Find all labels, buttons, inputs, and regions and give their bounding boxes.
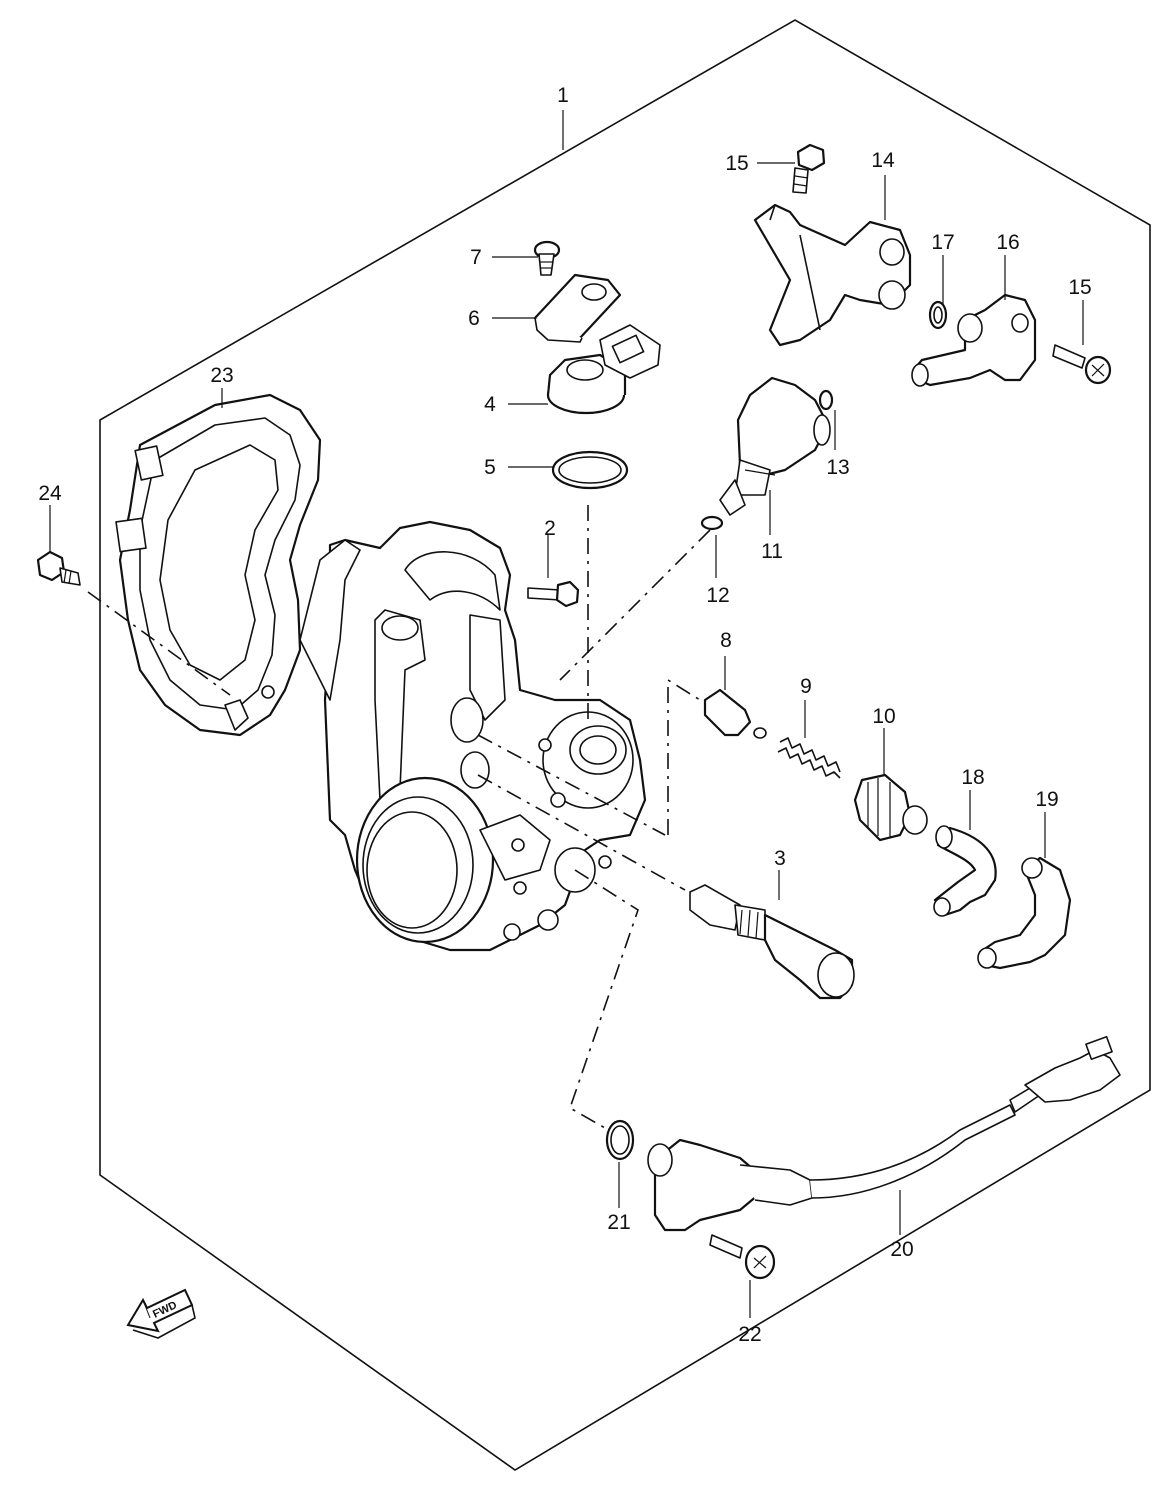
callout-17: 17 — [931, 231, 954, 254]
part-8-pin-drawing — [703, 688, 767, 739]
part-22-bolt-drawing — [709, 1234, 776, 1280]
assembly-frame — [99, 19, 1151, 1471]
callout-11: 11 — [761, 540, 783, 563]
part-3-screw-drawing — [689, 884, 855, 1000]
callout-16: 16 — [996, 231, 1019, 254]
callout-9: 9 — [800, 675, 812, 698]
callout-21: 21 — [607, 1211, 630, 1234]
part-16-fitting-drawing — [911, 293, 1037, 387]
callout-13: 13 — [826, 456, 849, 479]
part-11-injector-drawing — [719, 376, 831, 516]
part-24-bolt-drawing — [36, 550, 81, 586]
callout-14: 14 — [871, 149, 895, 172]
assembly-line-24 — [87, 591, 231, 696]
part-18-hose-drawing — [933, 825, 997, 917]
part-4-sensor-drawing — [546, 324, 661, 415]
callout-3: 3 — [774, 847, 786, 870]
callout-7: 7 — [470, 246, 482, 269]
part-5-oring-drawing — [551, 450, 629, 490]
callout-20: 20 — [890, 1238, 913, 1261]
assembly-line-21 — [569, 869, 639, 1129]
callout-5: 5 — [484, 456, 496, 479]
callout-15-top: 15 — [725, 152, 748, 175]
callout-8: 8 — [720, 629, 732, 652]
part-19-elbow-drawing — [977, 856, 1072, 970]
assembly-line-3 — [477, 774, 686, 891]
callout-15-right: 15 — [1068, 276, 1091, 299]
part-13-oring-drawing — [818, 389, 834, 411]
callout-23: 23 — [210, 364, 233, 387]
assembly-line-8b — [477, 734, 666, 836]
assembly-line-8 — [667, 678, 701, 835]
part-15-top-bolt-drawing — [792, 143, 826, 194]
callout-19: 19 — [1035, 788, 1058, 811]
callout-1: 1 — [557, 84, 569, 107]
callout-10: 10 — [872, 705, 895, 728]
fwd-arrow-icon: FWD — [126, 1288, 196, 1339]
part-12-oring-drawing — [700, 515, 724, 531]
callout-12: 12 — [706, 584, 729, 607]
part-2-screw-drawing — [527, 580, 580, 608]
part-23-cover-drawing — [115, 393, 322, 737]
callout-4: 4 — [484, 393, 496, 416]
callout-22: 22 — [738, 1323, 761, 1346]
callout-2: 2 — [544, 517, 556, 540]
part-21-oring-drawing — [605, 1119, 635, 1161]
callout-24: 24 — [38, 482, 62, 505]
part-14-bracket-drawing — [753, 203, 912, 347]
part-6-plate-drawing — [533, 273, 622, 343]
part-17-oring-drawing — [928, 300, 948, 330]
throttle-body-drawing — [299, 520, 647, 952]
part-15-right-screw-drawing — [1052, 344, 1112, 385]
part-9-spring-drawing — [777, 737, 841, 779]
callout-6: 6 — [468, 307, 480, 330]
part-7-screw-drawing — [533, 240, 561, 276]
part-20-sensor-drawing — [647, 1035, 1121, 1232]
callout-18: 18 — [961, 766, 984, 789]
assembly-line-11 — [559, 529, 711, 681]
part-10-adjuster-drawing — [853, 773, 928, 842]
